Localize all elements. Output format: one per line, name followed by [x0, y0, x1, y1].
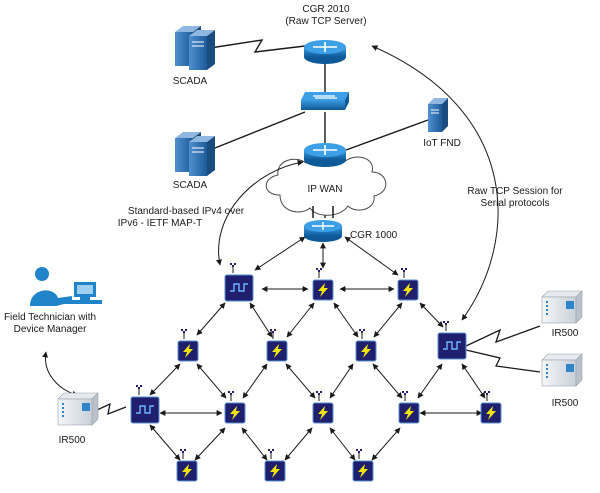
labels: CGR 2010 (Raw TCP Server) SCADA SCADA Io…	[4, 4, 579, 446]
ipv4-label-line1: Standard-based IPv4 over	[128, 206, 245, 217]
meter-node[interactable]	[352, 460, 374, 482]
antenna-icon	[359, 329, 365, 339]
ipv4-curve-arrow	[216, 159, 304, 266]
antenna-icon	[356, 449, 362, 459]
raw-tcp-label-line2: Serial protocols	[481, 198, 550, 209]
antenna-icon	[402, 391, 408, 401]
antenna-icon	[401, 268, 407, 278]
serial-gateway-node[interactable]	[437, 332, 467, 360]
ir500-right-top-device[interactable]	[541, 290, 583, 324]
serial-gateway-node[interactable]	[224, 274, 254, 302]
link-scada-bottom-switch	[209, 111, 306, 151]
lightning-icon	[230, 406, 240, 420]
ir500-left-device[interactable]	[57, 392, 99, 426]
ir500-left-label: IR500	[59, 435, 86, 446]
raw-tcp-curve-arrow	[371, 45, 499, 321]
meter-node[interactable]	[312, 279, 334, 301]
ir500-right-top-label: IR500	[552, 328, 579, 339]
link-iotfnd-router	[345, 119, 429, 151]
antenna-icon	[484, 391, 490, 401]
scada-bottom-server[interactable]	[175, 132, 215, 176]
lightning-icon	[182, 464, 192, 478]
field-technician-icon	[30, 267, 102, 306]
lightning-icon	[486, 406, 496, 420]
cgr2010-sublabel: (Raw TCP Server)	[285, 16, 366, 27]
ipv4-label-line2: IPv6 - IETF MAP-T	[118, 218, 202, 229]
meter-node[interactable]	[224, 402, 246, 424]
antenna-icon	[136, 385, 142, 395]
antenna-icon	[228, 391, 234, 401]
link-scada-top-cgr2010	[209, 39, 306, 53]
mesh-links	[149, 236, 486, 461]
iot-fnd-server[interactable]	[428, 98, 448, 132]
meter-node[interactable]	[177, 340, 199, 362]
antenna-icon	[181, 329, 187, 339]
wan-router[interactable]	[304, 143, 346, 167]
meter-node[interactable]	[480, 402, 502, 424]
ir500-right-bottom-label: IR500	[552, 398, 579, 409]
lightning-icon	[270, 464, 280, 478]
cgr2010-label: CGR 2010	[302, 4, 350, 15]
antenna-icon	[316, 268, 322, 278]
ip-wan-label: IP WAN	[307, 184, 342, 195]
lightning-icon	[318, 406, 328, 420]
cgr1000-router[interactable]	[304, 206, 342, 242]
scada-top-label: SCADA	[173, 76, 208, 87]
antenna-icon	[443, 321, 449, 331]
meter-node[interactable]	[312, 402, 334, 424]
lightning-icon	[272, 344, 282, 358]
cgr1000-label: CGR 1000	[350, 230, 398, 241]
antenna-icon	[270, 329, 276, 339]
meter-node[interactable]	[266, 340, 288, 362]
mesh-nodes	[130, 263, 502, 482]
ir500-right-bottom-device[interactable]	[541, 353, 583, 387]
antenna-icon	[268, 449, 274, 459]
iot-fnd-label: IoT FND	[423, 138, 461, 149]
meter-node[interactable]	[176, 460, 198, 482]
meter-node[interactable]	[397, 279, 419, 301]
core-switch[interactable]	[301, 92, 349, 110]
lightning-icon	[358, 464, 368, 478]
lightning-icon	[183, 344, 193, 358]
antenna-icon	[180, 449, 186, 459]
serial-gateway-node[interactable]	[130, 396, 160, 424]
antenna-icon	[230, 263, 236, 273]
meter-node[interactable]	[264, 460, 286, 482]
lightning-icon	[361, 344, 371, 358]
scada-top-server[interactable]	[175, 26, 215, 70]
antenna-icon	[316, 391, 322, 401]
raw-tcp-label-line1: Raw TCP Session for	[467, 186, 563, 197]
meter-node[interactable]	[398, 402, 420, 424]
serial-link-ir500-top	[465, 325, 541, 347]
technician-curve-arrow	[42, 351, 79, 397]
lightning-icon	[404, 406, 414, 420]
technician-label-line1: Field Technician with	[4, 312, 96, 323]
cgr2010-router[interactable]	[304, 40, 346, 64]
technician-label-line2: Device Manager	[14, 324, 87, 335]
serial-link-ir500-bottom	[465, 349, 541, 373]
meter-node[interactable]	[355, 340, 377, 362]
serial-link-ir500-left	[96, 402, 127, 416]
scada-bottom-label: SCADA	[173, 180, 208, 191]
lightning-icon	[318, 283, 328, 297]
lightning-icon	[403, 283, 413, 297]
